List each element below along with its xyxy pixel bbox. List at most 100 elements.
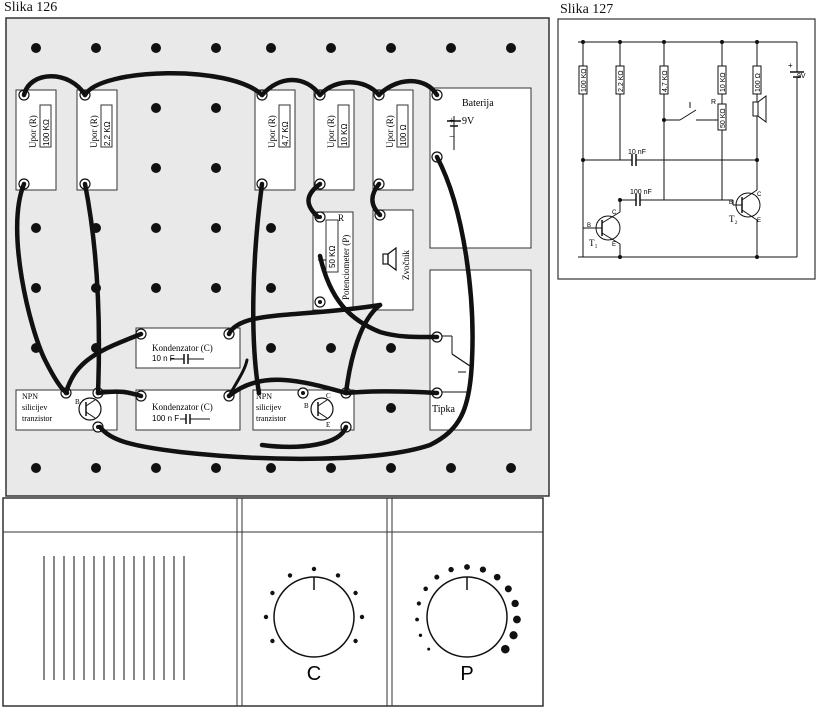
wire — [226, 302, 383, 337]
board-hole — [211, 283, 221, 293]
wire — [306, 181, 323, 220]
board-hole — [151, 163, 161, 173]
resistor-label: Upor (R) — [89, 115, 99, 148]
board-hole — [151, 223, 161, 233]
junction-dot — [755, 255, 759, 259]
resistor-value: 100 Ω — [399, 124, 408, 146]
spring-terminal-core — [318, 300, 322, 304]
dial-dot — [464, 564, 470, 570]
transistor-icon — [310, 397, 334, 421]
board-hole — [506, 463, 516, 473]
wires — [14, 70, 475, 462]
dial-dot — [427, 647, 431, 651]
figure-126-caption: Slika 126 — [4, 0, 58, 15]
dial-dot — [335, 573, 341, 578]
resistor-label: Upor (R) — [385, 115, 395, 148]
battery-voltage: 9V — [462, 116, 475, 127]
board-hole — [446, 463, 456, 473]
resistor-value: 10 KΩ — [340, 124, 349, 146]
resistor-module: Upor (R) 100 Ω — [372, 89, 414, 191]
knob-c: C — [263, 566, 365, 685]
pot-value: 50 KΩ — [328, 246, 337, 268]
resistor-label: Upor (R) — [267, 115, 277, 148]
dial-dot — [511, 599, 519, 608]
transistor-label-line: tranzistor — [256, 414, 287, 423]
wire — [317, 253, 440, 340]
board-hole — [326, 463, 336, 473]
board-hole — [211, 163, 221, 173]
dial-dot — [434, 574, 440, 580]
wire — [82, 70, 265, 98]
board-hole — [386, 343, 396, 353]
dial-dot — [448, 566, 454, 573]
junction-dot — [662, 40, 666, 44]
schematic-cap-small: 10 nF — [628, 149, 646, 156]
schematic-supply-plus: + — [788, 61, 793, 70]
speaker-module: Zvočnik — [372, 209, 414, 311]
resistor-module: Upor (R) 2,2 KΩ — [76, 89, 118, 191]
capacitor-value: 100 n F — [152, 414, 179, 423]
schematic-r1-value: 100 KΩ — [581, 68, 588, 92]
resistor-label: Upor (R) — [28, 115, 38, 148]
board-hole — [151, 463, 161, 473]
board-hole — [91, 463, 101, 473]
dial-dot — [501, 644, 510, 654]
pin-emitter-letter: E — [326, 421, 330, 429]
schematic-t1-label: T₁ — [589, 238, 598, 248]
wire — [376, 78, 440, 98]
battery-label: Baterija — [462, 98, 494, 109]
schematic-r5-value: 100 Ω — [755, 73, 762, 92]
dial-dot — [359, 614, 365, 620]
resistor-module: Upor (R) 100 KΩ — [15, 89, 57, 191]
dial-dot — [287, 573, 293, 578]
knob-p: P — [415, 564, 521, 685]
board-hole — [211, 223, 221, 233]
transistor-icon — [78, 397, 102, 421]
schematic-t2-label: T₂ — [729, 214, 738, 224]
junction-dot — [755, 40, 759, 44]
wire — [259, 77, 323, 98]
resistor-label: Upor (R) — [326, 115, 336, 148]
pin-collector-letter: C — [326, 392, 331, 400]
wire — [317, 80, 382, 98]
speaker-grille — [43, 556, 185, 680]
schematic-t1-emitter: E — [612, 242, 616, 248]
switch-label: Tipka — [432, 404, 456, 415]
control-panel: C P — [2, 497, 544, 707]
board-hole — [151, 43, 161, 53]
board-hole — [266, 343, 276, 353]
board-hole — [446, 43, 456, 53]
board-hole — [211, 463, 221, 473]
dial-dot — [423, 586, 428, 592]
board-hole — [31, 283, 41, 293]
capacitor-label: Kondenzator (C) — [152, 402, 213, 412]
wire — [82, 181, 102, 396]
spring-terminal-core — [301, 391, 305, 395]
schematic — [557, 18, 816, 280]
board-hole — [211, 43, 221, 53]
wire — [343, 389, 440, 396]
dial-dot — [353, 590, 358, 596]
board-hole — [326, 43, 336, 53]
board-hole — [31, 43, 41, 53]
junction-dot — [755, 158, 759, 162]
board-hole — [31, 463, 41, 473]
wire — [97, 154, 475, 462]
wire — [251, 181, 265, 396]
battery-module: Baterija + 9V − — [429, 87, 532, 249]
dial-dot — [493, 573, 501, 581]
board-hole — [31, 223, 41, 233]
knob-c-letter: C — [307, 663, 321, 685]
schematic-cap-large: 100 nF — [630, 189, 652, 196]
resistor-value: 2,2 KΩ — [103, 121, 112, 146]
dial-dot — [504, 585, 512, 593]
schematic-r2-value: 2,2 KΩ — [618, 70, 625, 92]
transistor-label-line: NPN — [256, 392, 272, 401]
junction-dot — [618, 255, 622, 259]
schematic-speaker-icon — [752, 101, 759, 117]
wire — [227, 358, 249, 398]
schematic-pot-value: 50 KΩ — [720, 108, 727, 128]
schematic-pot-terminal: R — [711, 99, 716, 106]
capacitor-module: Kondenzator (C) 100 n F — [135, 389, 241, 431]
